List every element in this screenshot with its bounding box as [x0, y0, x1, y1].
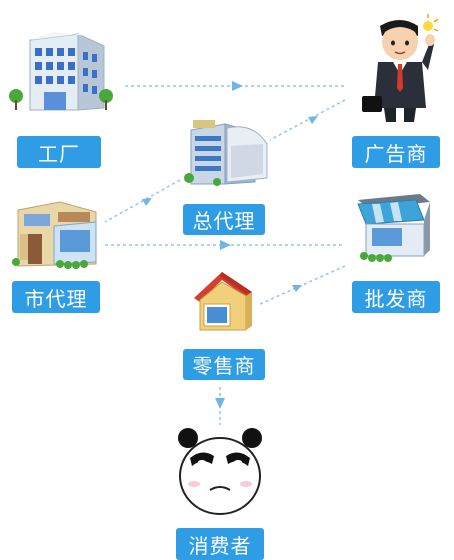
- retailer-label: 零售商: [183, 349, 265, 380]
- arrowhead-city-wholesaler: [220, 240, 231, 250]
- arrowhead-general-city: [142, 198, 152, 206]
- advertiser-label: 广告商: [352, 136, 440, 168]
- flow-arrows: [104, 81, 346, 425]
- panda-face-icon: [178, 428, 262, 515]
- shop-building-icon: [12, 201, 97, 269]
- general-agent-label: 总代理: [183, 204, 265, 235]
- office-building-icon: [184, 120, 268, 186]
- arrow-general-agent-to-city-agent: [104, 179, 181, 223]
- arrowhead-advertiser-general: [308, 116, 318, 124]
- arrowhead-factory-advertiser: [232, 81, 243, 91]
- city-agent-label: 市代理: [12, 281, 100, 313]
- businessman-icon: [362, 14, 439, 122]
- house-icon: [194, 272, 252, 331]
- arrow-advertiser-to-general-agent: [269, 99, 346, 141]
- factory-building-icon: [9, 32, 113, 111]
- wholesaler-label: 批发商: [352, 281, 440, 313]
- arrowhead-retailer-consumer: [215, 398, 225, 409]
- store-awning-icon: [357, 194, 430, 262]
- factory-label: 工厂: [17, 136, 101, 168]
- arrowhead-wholesaler-retailer: [292, 285, 302, 292]
- arrow-wholesaler-to-retailer: [257, 265, 346, 306]
- consumer-label: 消费者: [176, 528, 264, 560]
